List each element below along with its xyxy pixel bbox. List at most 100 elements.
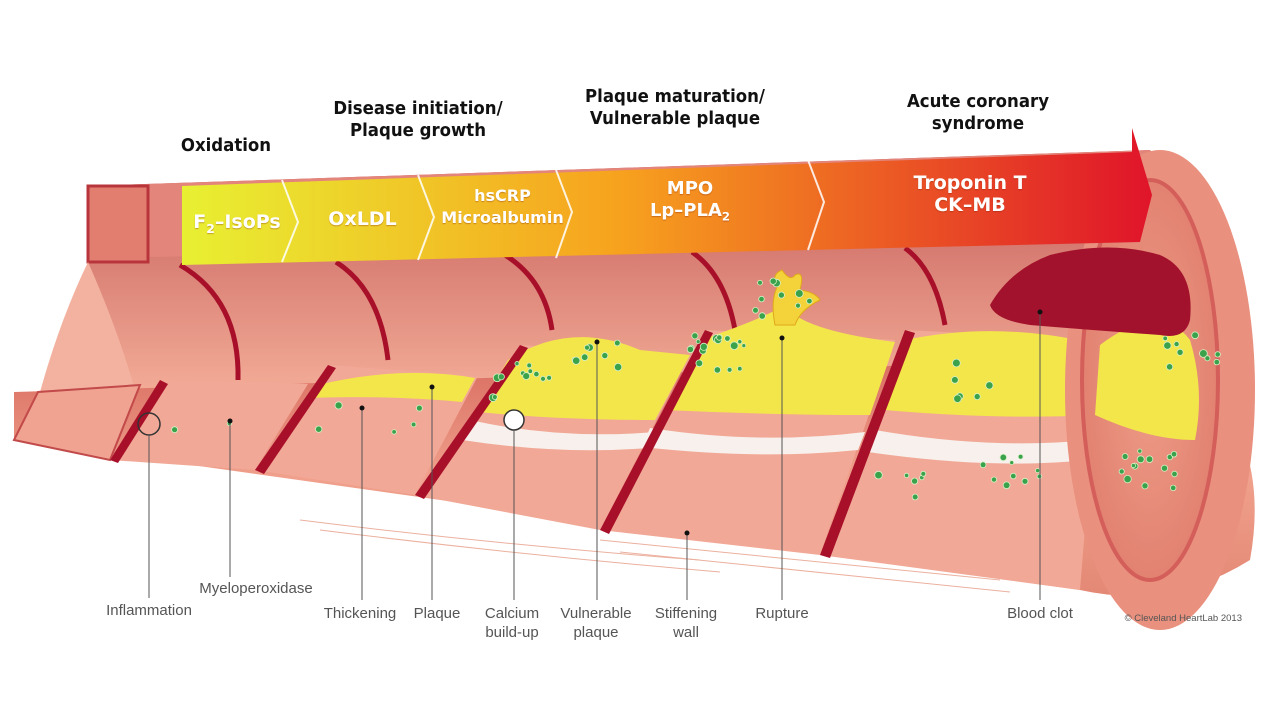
callout-rupture: Rupture [755,605,809,622]
green-cell [1130,463,1136,469]
green-cell [410,421,417,428]
green-cell [991,476,998,483]
callout-blood-clot: Blood clot [1007,605,1073,622]
green-cell [1170,451,1178,458]
stage-title-maturation: Plaque maturation/ Vulnerable plaque [585,86,765,129]
stage-title-oxidation: Oxidation [180,135,272,156]
callout-inflammation: Inflammation [106,602,192,619]
green-cell [1036,473,1043,480]
green-cell [1145,455,1154,463]
marker-troponin: Troponin T CK–MB [913,172,1027,216]
callout-plaque: Plaque [413,605,461,622]
green-cell [1162,335,1168,342]
green-cell [769,277,777,285]
green-cell [1136,455,1145,464]
green-cell [695,339,701,345]
green-cell [1123,474,1132,484]
green-cell [1166,363,1174,371]
green-cell [777,291,785,299]
green-cell [758,295,765,303]
green-cell [1118,468,1125,475]
slab-6 [820,330,1100,590]
callout-vulnerable: Vulnerable plaque [560,605,632,641]
green-cell [1021,477,1029,485]
stage-title-acs: Acute coronary syndrome [906,91,1049,134]
green-cell [874,470,883,480]
green-cell [911,493,919,501]
arrow-chevrons [281,159,826,263]
callout-stiffening: Stiffening wall [654,605,718,641]
callout-myeloperoxidase: Myeloperoxidase [199,580,313,597]
green-cell [572,356,581,365]
green-cell [1171,470,1178,478]
green-cell [522,372,531,381]
calcium-marker-circle [503,409,525,431]
artery-left-end [86,184,150,264]
green-cell [686,345,695,353]
green-cell [171,426,179,434]
green-cell [584,344,590,351]
green-cell [1161,464,1169,472]
green-cell [903,472,910,478]
marker-oxldl: OxLDL [328,208,397,230]
marker-hscrp: hsCRP Microalbumin [441,186,564,227]
green-cell [1166,453,1173,461]
green-cell [716,334,723,341]
green-cell [691,332,699,340]
green-cell [952,358,961,368]
green-cell [1009,460,1015,466]
slab-3 [255,365,478,495]
green-cell [911,477,919,485]
green-cell [315,425,323,433]
green-cell [613,339,621,347]
green-cell [713,366,722,374]
green-cell [1035,468,1041,474]
green-cell [795,302,801,309]
copyright-notice: © Cleveland HeartLab 2013 [1124,613,1242,624]
green-cell [1169,484,1177,492]
green-cell [953,394,962,403]
green-cell [514,361,520,367]
green-cell [752,306,759,314]
stage-title-initiation: Disease initiation/ Plaque growth [333,98,503,141]
biomarker-arrow [182,128,1152,265]
marker-mpo: MPO Lp–PLA2 [649,178,731,224]
green-cell [1176,348,1184,356]
green-cell [581,353,589,361]
green-cell [1010,472,1017,480]
green-cell [1137,448,1143,454]
artery-inner-curve [40,262,135,392]
green-cell [491,394,498,400]
green-cell [497,373,505,381]
green-cell [1199,349,1208,358]
green-cell [695,359,704,368]
slab-1 [12,383,142,462]
green-cell [1121,453,1129,460]
green-cell [601,352,609,360]
green-cell [533,370,540,378]
green-cell [1214,351,1221,358]
green-cell [1213,358,1220,366]
green-cell [1173,341,1180,348]
green-cell [758,312,766,320]
slab-5 [600,305,895,555]
green-cell [391,429,397,435]
green-cell [1017,453,1024,460]
green-cell [951,376,959,384]
green-cell [1141,482,1149,490]
green-cells [171,277,1221,501]
green-cell [546,374,552,381]
green-cell [1002,481,1011,490]
green-cell [806,297,813,305]
green-cell [613,362,623,372]
green-cell [729,341,739,351]
green-cell [979,461,987,469]
green-cell [973,393,981,401]
leader-lines [148,312,1041,600]
green-cell [526,362,532,369]
green-cell [794,289,804,298]
wall-seams [178,245,948,381]
green-cell [726,366,733,373]
